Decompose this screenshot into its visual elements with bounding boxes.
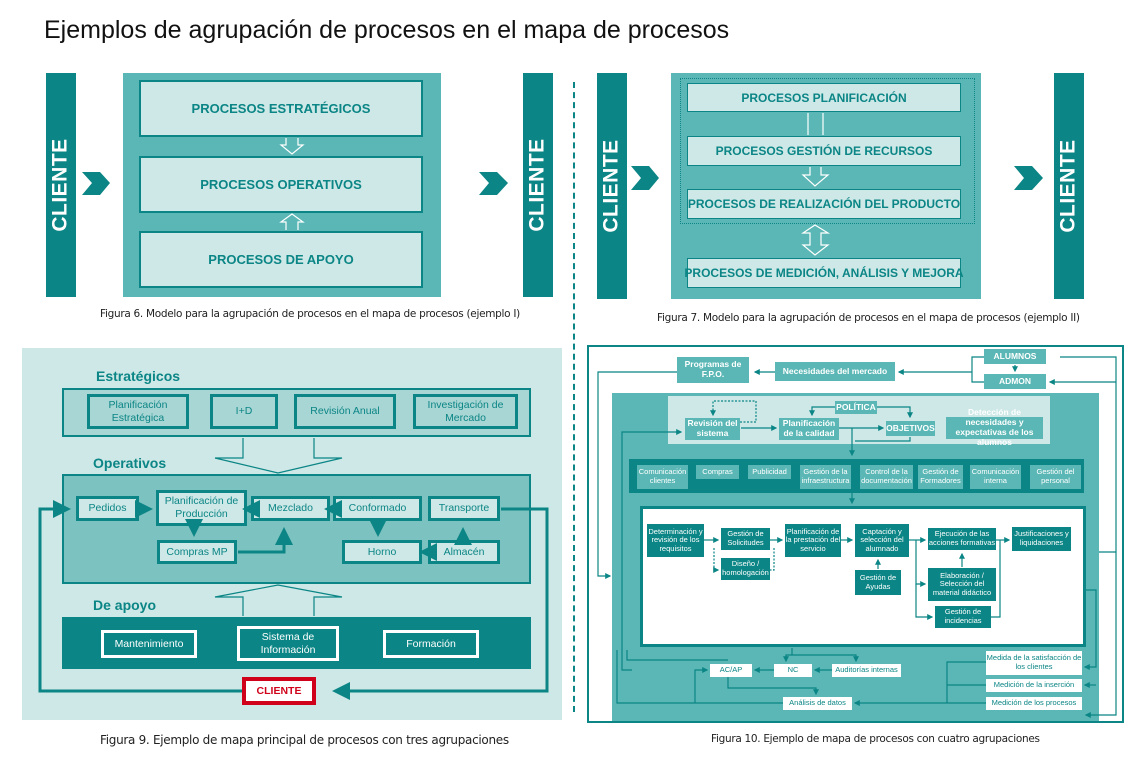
heading-estrategicos: Estratégicos — [96, 368, 181, 384]
box-politica: POLÍTICA — [835, 401, 877, 414]
chevron-arrow-icon — [631, 166, 659, 190]
box-planificacion-prestacion: Planificación de la prestación del servi… — [785, 524, 841, 557]
box-i-d: I+D — [210, 394, 278, 429]
box-conformado: Conformado — [333, 496, 422, 521]
box-investigacion-mercado: Investigación de Mercado — [413, 394, 518, 429]
box-nc: NC — [774, 664, 812, 677]
box-pedidos: Pedidos — [76, 496, 139, 521]
box-cliente: CLIENTE — [242, 677, 316, 705]
box-auditorias-internas: Auditorías internas — [832, 664, 901, 677]
box-planificacion-estrategica: Planificación Estratégica — [87, 394, 189, 429]
operative-group — [62, 474, 531, 584]
chevron-arrow-icon — [1014, 166, 1043, 190]
box-compras-mp: Compras MP — [157, 540, 237, 564]
dashed-divider — [573, 82, 575, 712]
box-admon: ADMON — [984, 374, 1046, 389]
box-gestion-recursos: PROCESOS GESTIÓN DE RECURSOS — [687, 136, 961, 166]
box-programas-fpo: Programas de F.P.O. — [677, 357, 749, 383]
box-planificacion: PROCESOS PLANIFICACIÓN — [687, 83, 961, 112]
box-horno: Horno — [342, 540, 422, 564]
box-formacion: Formación — [383, 630, 479, 658]
box-control-documentacion: Control de la documentación — [860, 465, 913, 489]
box-compras: Compras — [696, 465, 739, 479]
box-gestion-incidencias: Gestión de incidencias — [935, 606, 991, 628]
box-gestion-solicitudes: Gestión de Solicitudes — [721, 528, 770, 550]
box-publicidad: Publicidad — [748, 465, 791, 479]
box-objetivos: OBJETIVOS — [886, 421, 935, 436]
box-comunicacion-interna: Comunicación interna — [970, 465, 1021, 489]
box-medicion-procesos: Medición de los procesos — [986, 697, 1082, 710]
box-gestion-personal: Gestión del personal — [1030, 465, 1081, 489]
box-planificacion-produccion: Planificación de Producción — [156, 490, 247, 526]
box-realizacion: PROCESOS DE REALIZACIÓN DEL PRODUCTO — [687, 189, 961, 219]
box-medicion: PROCESOS DE MEDICIÓN, ANÁLISIS Y MEJORA — [684, 258, 964, 288]
chevron-arrow-icon — [479, 172, 508, 195]
box-apoyo: PROCESOS DE APOYO — [139, 231, 423, 288]
box-captacion-seleccion: Captación y selección del alumnado — [855, 524, 909, 557]
client-bar-right: CLIENTE — [523, 73, 553, 297]
heading-de-apoyo: De apoyo — [93, 597, 157, 613]
box-planificacion-calidad: Planificación de la calidad — [779, 418, 839, 440]
figure-9-caption: Figura 9. Ejemplo de mapa principal de p… — [100, 733, 509, 747]
box-sistema-informacion: Sistema de Información — [237, 626, 339, 661]
box-alumnos: ALUMNOS — [984, 349, 1046, 364]
chevron-arrow-icon — [82, 172, 110, 195]
figure-6-caption: Figura 6. Modelo para la agrupación de p… — [100, 308, 520, 320]
box-operativos: PROCESOS OPERATIVOS — [139, 156, 423, 213]
box-elaboracion-material: Elaboración / Selección del material did… — [928, 568, 996, 601]
box-medicion-insercion: Medición de la inserción — [986, 679, 1082, 692]
box-deteccion-necesidades: Detección de necesidades y expectativas … — [946, 408, 1043, 447]
client-bar-left: CLIENTE — [46, 73, 76, 297]
grouping-dotted-frame — [680, 78, 975, 224]
box-comunicacion-clientes: Comunicación clientes — [637, 465, 688, 489]
client-bar-left: CLIENTE — [597, 73, 627, 299]
box-ac-ap: AC/AP — [710, 664, 752, 677]
box-mantenimiento: Mantenimiento — [101, 630, 197, 658]
client-bar-right: CLIENTE — [1054, 73, 1084, 299]
box-transporte: Transporte — [428, 496, 500, 521]
figure-7-caption: Figura 7. Modelo para la agrupación de p… — [657, 312, 1080, 324]
figure-10-caption: Figura 10. Ejemplo de mapa de procesos c… — [711, 733, 1040, 745]
box-almacen: Almacén — [428, 540, 500, 564]
box-revision-anual: Revisión Anual — [294, 394, 396, 429]
box-necesidades-mercado: Necesidades del mercado — [775, 362, 895, 381]
box-analisis-datos: Análisis de datos — [783, 697, 852, 710]
box-justificaciones: Justificaciones y liquidaciones — [1012, 527, 1071, 551]
box-satisfaccion-clientes: Medida de la satisfacción de los cliente… — [986, 651, 1082, 675]
box-revision-sistema: Revisión del sistema — [685, 418, 740, 440]
box-gestion-infraestructura: Gestión de la infraestructura — [800, 465, 851, 489]
box-determinacion-requisitos: Determinación y revisión de los requisit… — [647, 524, 704, 557]
box-gestion-ayudas: Gestión de Ayudas — [855, 570, 901, 595]
box-gestion-formadores: Gestión de Formadores — [918, 465, 963, 489]
heading-operativos: Operativos — [93, 455, 167, 471]
box-diseno-homologacion: Diseño / homologación — [721, 558, 770, 580]
box-mezclado: Mezclado — [251, 496, 330, 521]
box-ejecucion-acciones: Ejecución de las acciones formativas — [928, 528, 996, 550]
page-title: Ejemplos de agrupación de procesos en el… — [44, 16, 730, 44]
box-estrategicos: PROCESOS ESTRATÉGICOS — [139, 80, 423, 137]
